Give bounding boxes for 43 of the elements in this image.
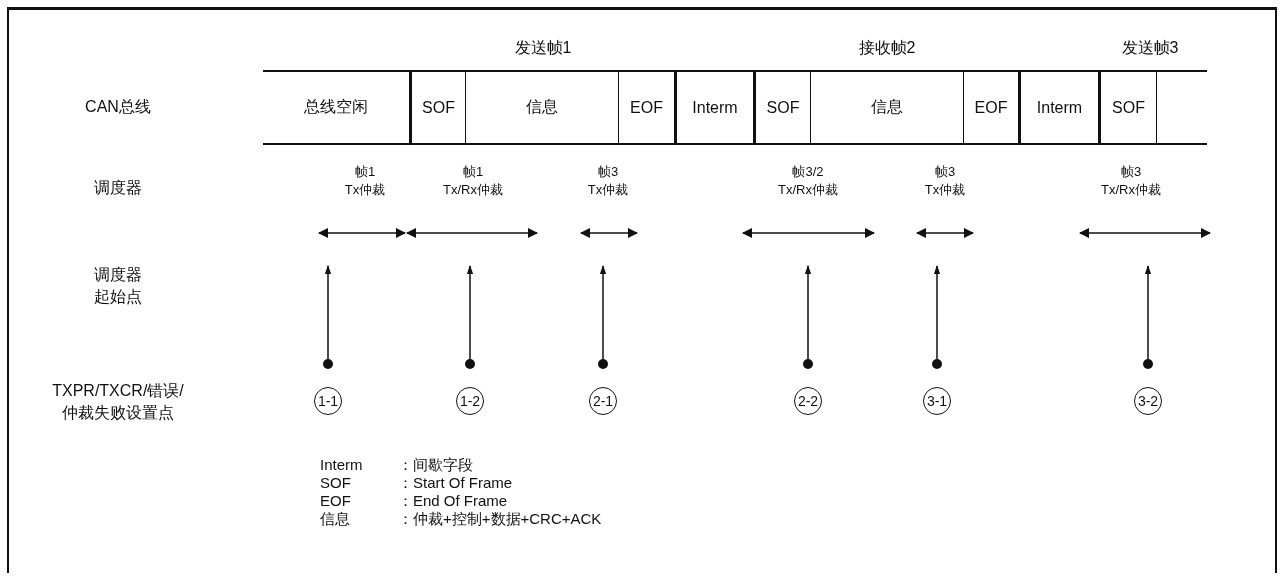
bus-field: 信息 [811, 70, 964, 145]
bus-field: SOF [409, 70, 466, 145]
arrow [933, 265, 941, 360]
span-label: 帧3 Tx/Rx仲裁 [1101, 163, 1161, 199]
bus-field: SOF [753, 70, 811, 145]
legend-key: Interm [320, 456, 363, 474]
legend-definition: ：仲裁+控制+数据+CRC+ACK [398, 510, 602, 528]
arrow [1144, 265, 1152, 360]
legend-definition: ：Start Of Frame [398, 474, 513, 492]
legend-key: EOF [320, 492, 351, 510]
row-label: CAN总线 [85, 97, 151, 117]
legend-definition: ：End Of Frame [398, 492, 508, 510]
span-label: 帧3 Tx仲裁 [924, 163, 966, 199]
bus-field: Interm [1021, 70, 1098, 145]
dot [465, 359, 475, 369]
span-label: 帧3/2 Tx/Rx仲裁 [778, 163, 838, 199]
dot [598, 359, 608, 369]
arrow [324, 265, 332, 360]
frame-heading: 发送帧1 [514, 38, 572, 58]
dot [323, 359, 333, 369]
dot [803, 359, 813, 369]
legend-key: 信息 [320, 510, 350, 528]
bus-field: 总线空闲 [263, 70, 409, 145]
arrow [804, 265, 812, 360]
span-label: 帧1 Tx/Rx仲裁 [443, 163, 503, 199]
dot [932, 359, 942, 369]
row-label: TXPR/TXCR/错误/仲裁失败设置点 [51, 381, 185, 423]
bus-field: Interm [677, 70, 753, 145]
dot [1143, 359, 1153, 369]
row-label: 调度器 [94, 178, 142, 198]
span-label: 帧1 Tx仲裁 [344, 163, 386, 199]
span-label: 帧3 Tx仲裁 [587, 163, 629, 199]
arrow [466, 265, 474, 360]
bus-field: 信息 [466, 70, 619, 145]
legend-definition: ：间歇字段 [398, 456, 473, 474]
frame-heading: 发送帧3 [1121, 38, 1179, 58]
bus-field: SOF [1098, 70, 1157, 145]
field-box [1157, 70, 1207, 145]
arrow [599, 265, 607, 360]
bus-field: EOF [619, 70, 677, 145]
legend-key: SOF [320, 474, 351, 492]
row-label: 调度器起始点 [93, 265, 143, 307]
bus-field: EOF [964, 70, 1021, 145]
